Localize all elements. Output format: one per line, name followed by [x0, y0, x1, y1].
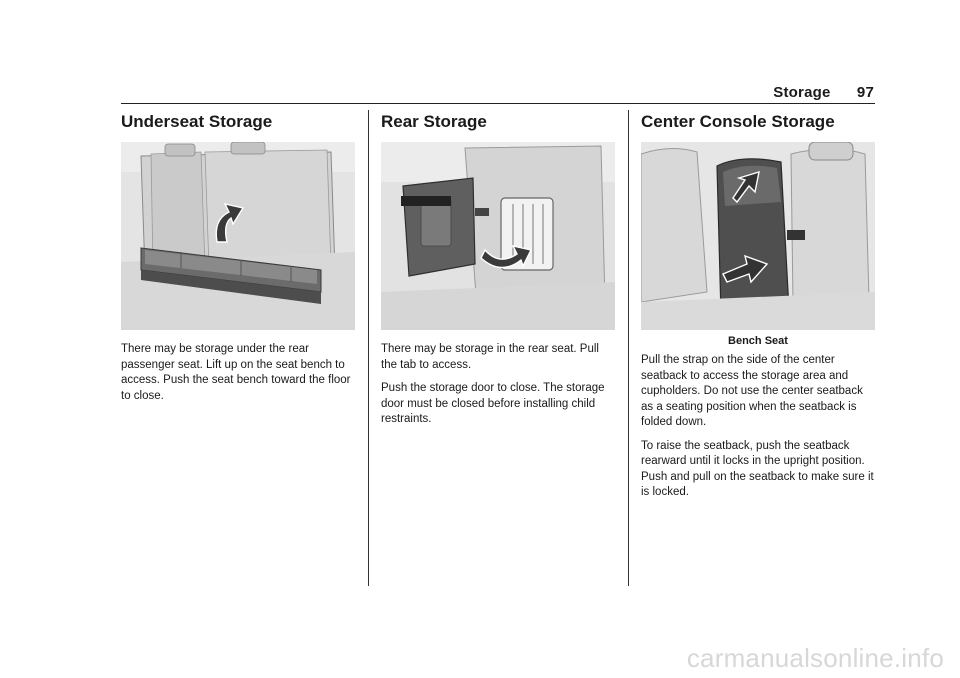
- column-underseat-storage: Underseat Storage There may be storage u…: [121, 112, 355, 412]
- center-console-illustration: [641, 142, 875, 330]
- section-title: Underseat Storage: [121, 112, 273, 131]
- underseat-storage-illustration: [121, 142, 355, 330]
- rear-storage-illustration: [381, 142, 615, 330]
- section-title: Rear Storage: [381, 112, 487, 131]
- running-header: Storage 97: [773, 84, 874, 101]
- figure-caption: Bench Seat: [728, 335, 788, 347]
- column-divider: [368, 110, 369, 586]
- body-paragraph: Pull the strap on the side of the center…: [641, 354, 863, 428]
- body-paragraph: To raise the seatback, push the seatback…: [641, 439, 874, 499]
- body-paragraph: There may be storage in the rear seat. P…: [381, 343, 599, 371]
- section-title: Center Console Storage: [641, 112, 835, 131]
- body-paragraph: Push the storage door to close. The stor…: [381, 382, 605, 425]
- column-center-console-storage: Center Console Storage Bench Seat Pull t…: [641, 112, 875, 509]
- header-rule: [121, 103, 875, 104]
- column-divider: [628, 110, 629, 586]
- column-rear-storage: Rear Storage There may be storage in the…: [381, 112, 615, 436]
- body-paragraph: There may be storage under the rear pass…: [121, 343, 351, 402]
- page-number: 97: [856, 84, 874, 101]
- header-section-name: Storage: [773, 84, 831, 101]
- watermark: carmanualsonline.info: [686, 643, 944, 673]
